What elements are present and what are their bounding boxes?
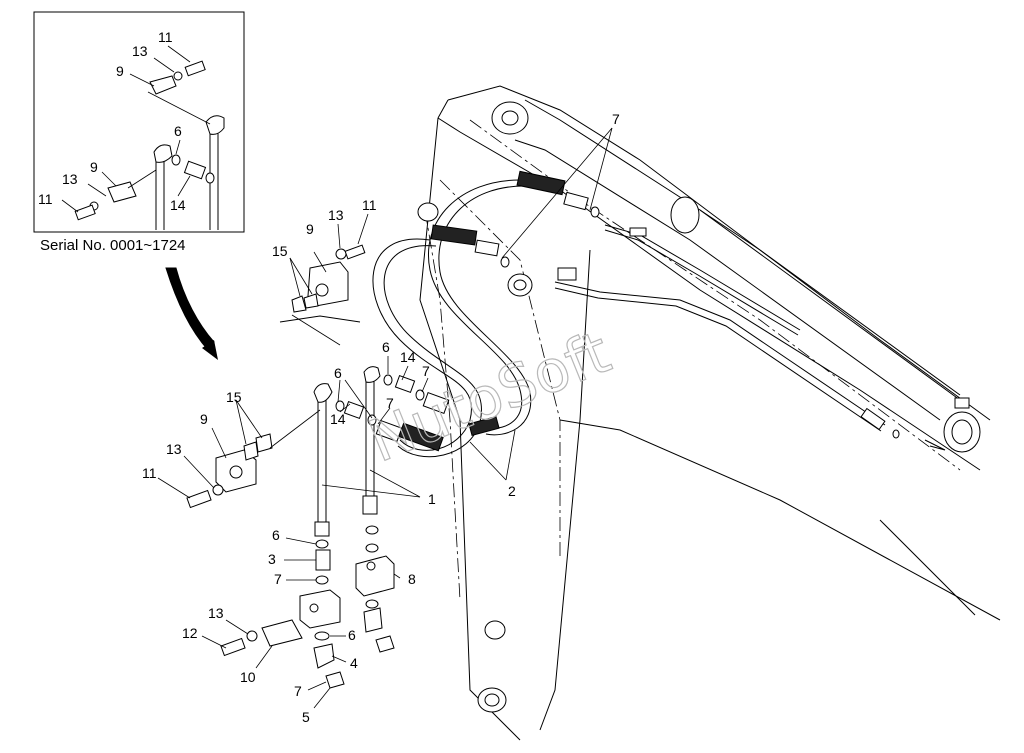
valve-block-8 xyxy=(355,555,395,597)
callout-label: 6 xyxy=(334,365,342,381)
callout-label: 2 xyxy=(508,483,516,499)
callout-label: 7 xyxy=(294,683,302,699)
serial-number-caption: Serial No. 0001~1724 xyxy=(40,237,186,254)
callout-label: 11 xyxy=(38,191,53,207)
callout-label: 13 xyxy=(166,441,182,457)
clamp-10 xyxy=(261,619,303,647)
hose-assembly-2 xyxy=(372,170,600,458)
callout-label: 7 xyxy=(422,363,430,379)
callout-label: 4 xyxy=(350,655,358,671)
clamp-lower xyxy=(186,409,321,509)
pipe-fittings xyxy=(335,374,450,442)
leader-lines xyxy=(157,127,613,709)
block-4 xyxy=(299,589,341,629)
watermark: NutoSoft xyxy=(359,318,619,476)
callout-label: 3 xyxy=(268,551,276,567)
callout-label: 7 xyxy=(274,571,282,587)
callout-label: 13 xyxy=(62,171,78,187)
callout-label: 11 xyxy=(158,29,173,45)
callout-label: 9 xyxy=(116,63,124,79)
callout-label: 6 xyxy=(382,339,390,355)
callout-label: 15 xyxy=(272,243,288,259)
callout-label: 1 xyxy=(428,491,436,507)
callout-label: 14 xyxy=(330,411,346,427)
pipe-set-1 xyxy=(313,366,421,537)
callout-label: 13 xyxy=(132,43,148,59)
main-callouts: 7 11 13 9 15 6 14 7 6 7 14 15 9 13 11 1 … xyxy=(142,111,620,725)
callout-label: 13 xyxy=(208,605,224,621)
callout-label: 12 xyxy=(182,625,198,641)
callout-label: 10 xyxy=(240,669,256,685)
callout-label: 9 xyxy=(90,159,98,175)
boom-structure xyxy=(417,85,1001,741)
lower-fittings xyxy=(220,525,395,689)
clamp-upper xyxy=(279,244,366,346)
callout-label: 15 xyxy=(226,389,242,405)
callout-label: 14 xyxy=(170,197,186,213)
reference-arrow xyxy=(165,267,215,351)
callout-label: 14 xyxy=(400,349,416,365)
callout-label: 6 xyxy=(348,627,356,643)
boom-cylinder xyxy=(514,99,981,453)
rigid-pipe xyxy=(554,224,900,439)
callout-label: 7 xyxy=(612,111,620,127)
callout-label: 7 xyxy=(386,395,394,411)
callout-label: 13 xyxy=(328,207,344,223)
callout-label: 9 xyxy=(306,221,314,237)
inset-labels: 11 13 9 6 13 9 11 14 Serial No. 0001~172… xyxy=(38,29,186,254)
inset-panel xyxy=(33,11,245,233)
callout-label: 11 xyxy=(362,197,377,213)
callout-label: 6 xyxy=(174,123,182,139)
callout-label: 8 xyxy=(408,571,416,587)
callout-label: 6 xyxy=(272,527,280,543)
callout-label: 11 xyxy=(142,465,157,481)
callout-label: 5 xyxy=(302,709,310,725)
callout-label: 9 xyxy=(200,411,208,427)
